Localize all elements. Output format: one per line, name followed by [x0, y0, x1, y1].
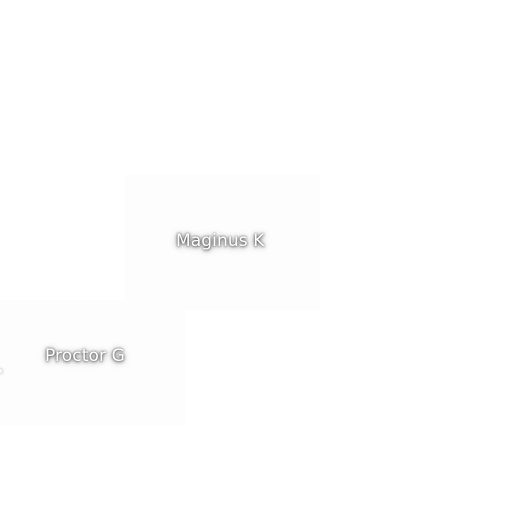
map-tile-shade-lower: [0, 300, 185, 425]
crater-label-maginus-k[interactable]: Maginus K: [176, 231, 265, 251]
map-tile-shade-upper: [125, 175, 320, 310]
crater-marker: [0, 369, 2, 373]
crater-label-proctor-g[interactable]: Proctor G: [45, 346, 125, 366]
